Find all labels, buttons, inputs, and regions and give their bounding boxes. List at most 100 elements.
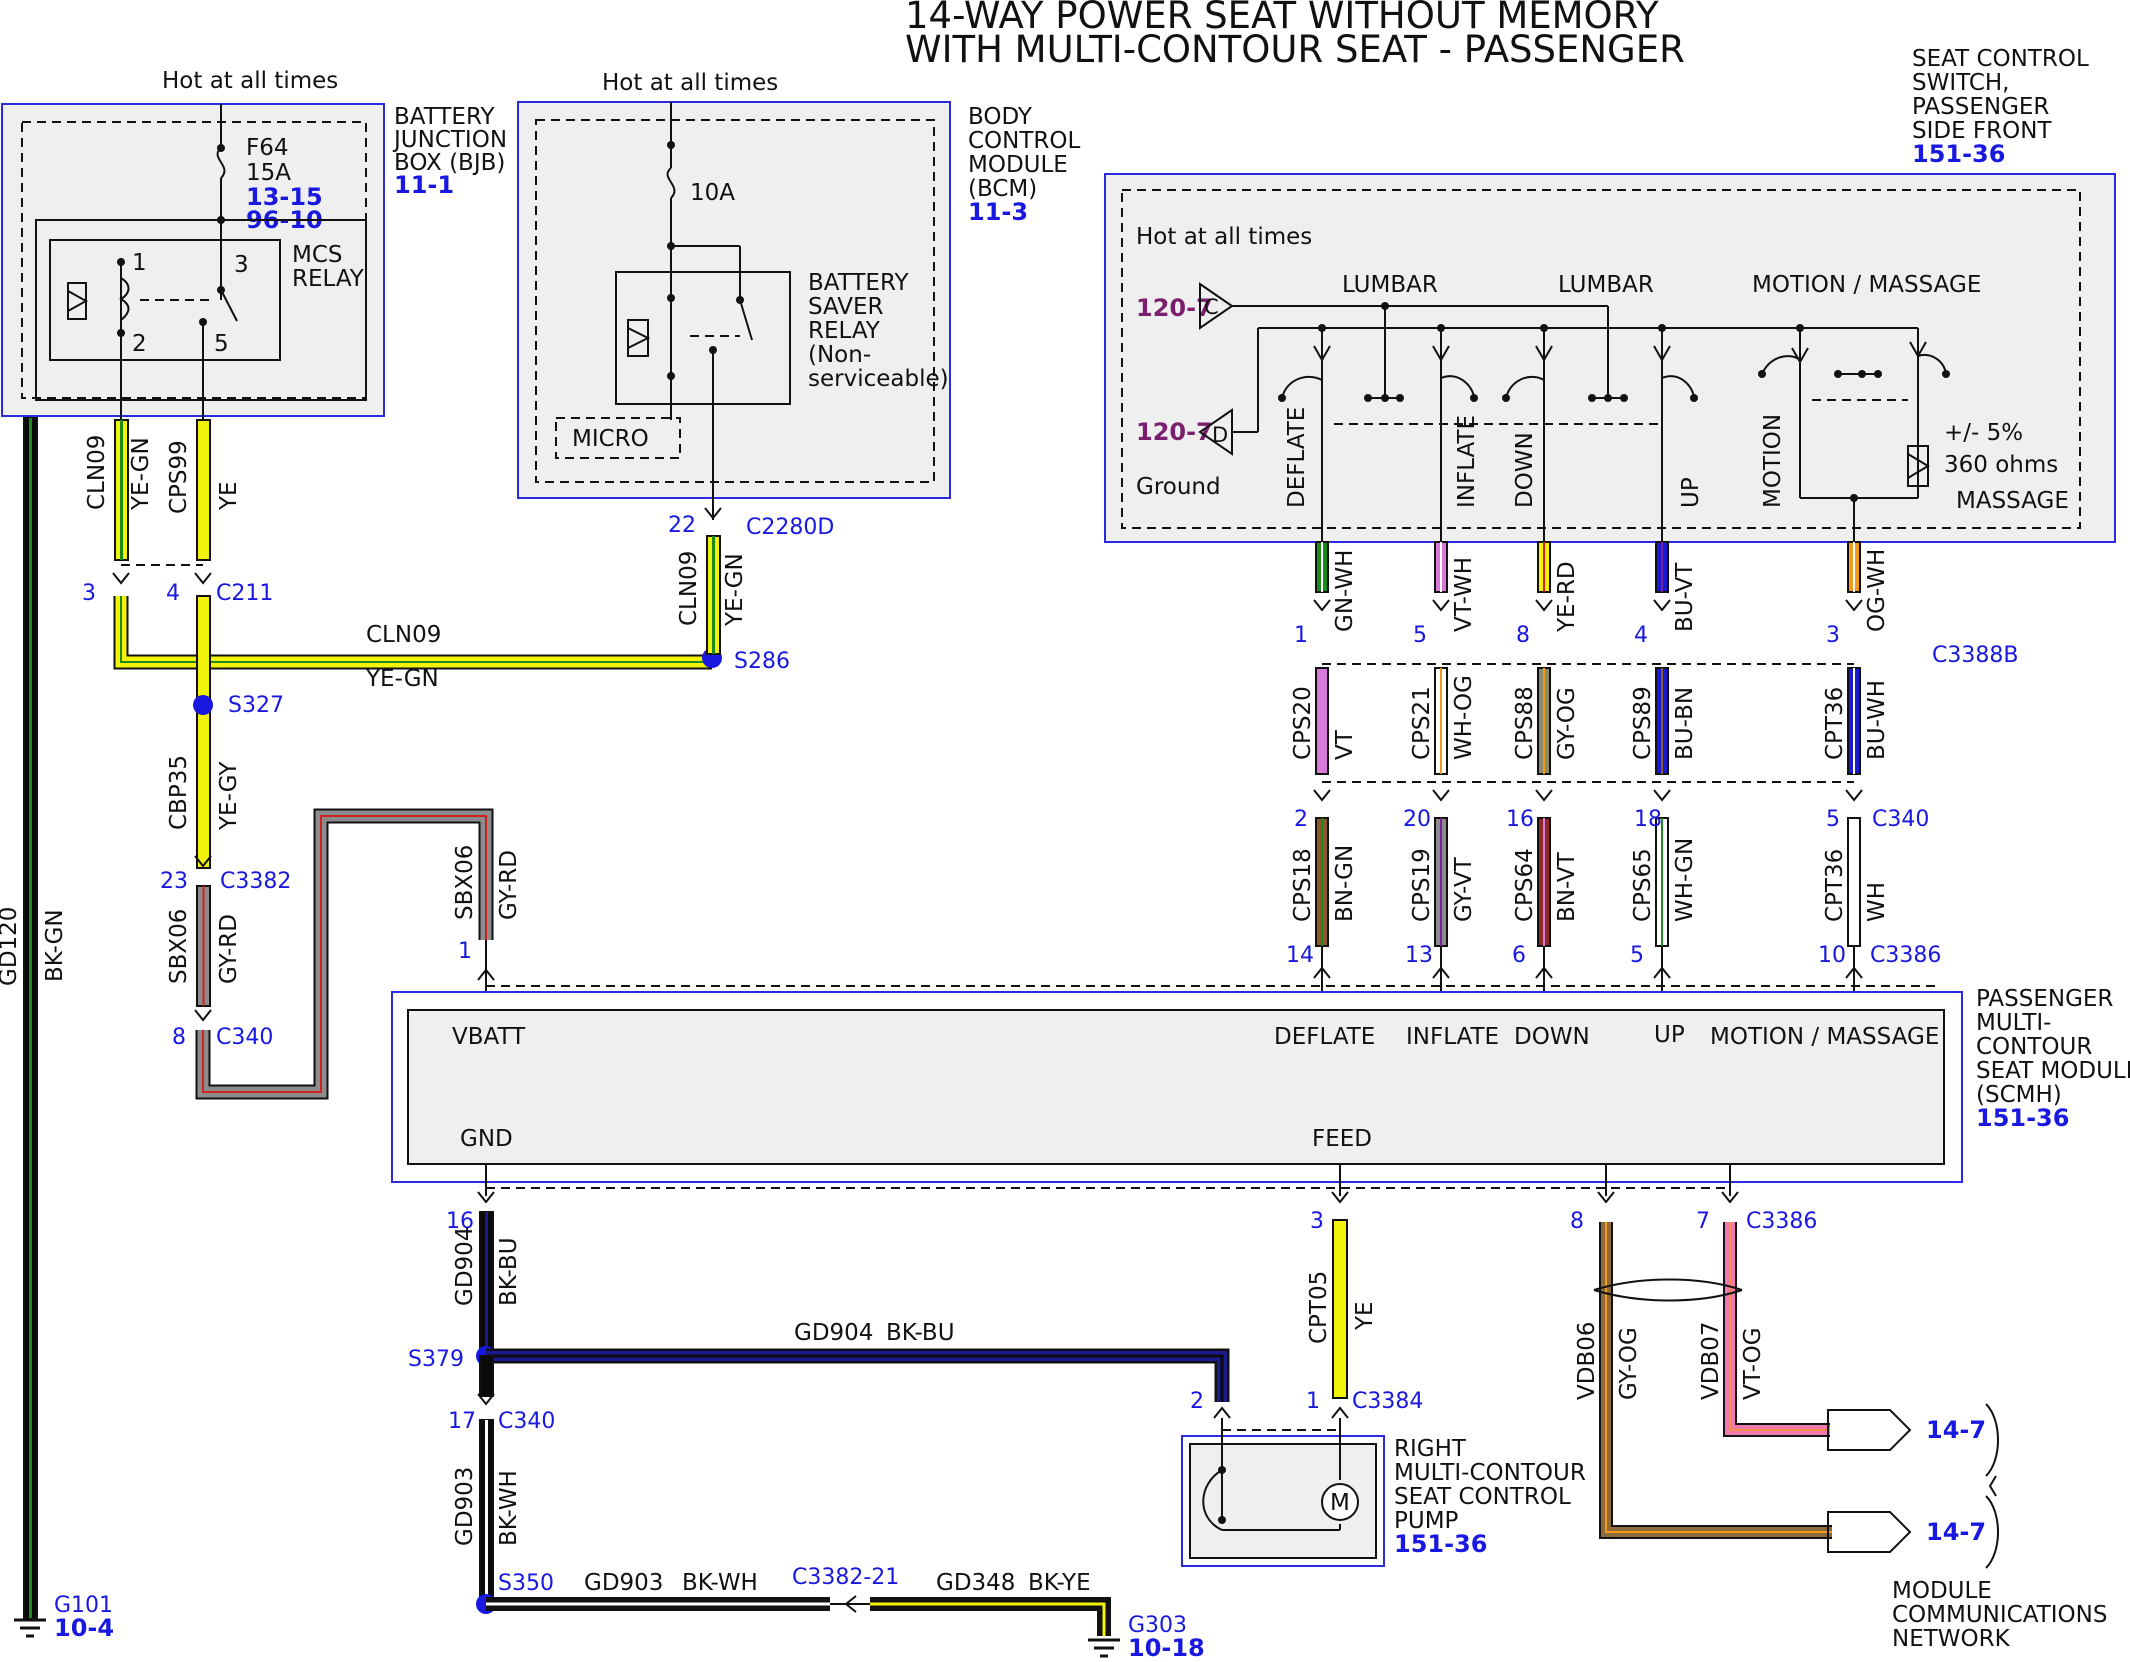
network-ref-a[interactable]: 14-7 bbox=[1926, 1416, 1986, 1444]
c211-pin-3: 3 bbox=[82, 581, 96, 606]
wire-gd903-horiz-label: GD903 bbox=[584, 1570, 663, 1596]
c2280d-pin-22: 22 bbox=[668, 513, 696, 538]
bjb-name-2: JUNCTION bbox=[392, 127, 507, 153]
switch-wire-circuit-bot: CPS65 bbox=[1630, 848, 1656, 922]
splice-s327 bbox=[193, 695, 213, 715]
switch-wire-circuit-bot: CPT36 bbox=[1822, 849, 1848, 922]
scmh-input-deflate: DEFLATE bbox=[1274, 1024, 1375, 1050]
switch-wire-color-top: YE-RD bbox=[1554, 561, 1580, 633]
network-connector-b bbox=[1827, 1511, 1912, 1553]
switch-to-module-wires: C3388B C340 C3386 bbox=[1313, 541, 2018, 1010]
relay-pin-5: 5 bbox=[214, 331, 229, 357]
splice-s286-label: S286 bbox=[734, 649, 790, 674]
switch-wire-pin-bot: 6 bbox=[1512, 943, 1526, 968]
switch-wire-pin-bot: 14 bbox=[1286, 943, 1314, 968]
switch-wire-pin-top: 8 bbox=[1516, 623, 1530, 648]
switch-wire-circuit-bot: CPS18 bbox=[1290, 848, 1316, 922]
bcm-hot-label: Hot at all times bbox=[602, 70, 778, 96]
bsr-name-1: BATTERY bbox=[808, 270, 909, 296]
wire-cpt05-label: CPT05 bbox=[1306, 1271, 1332, 1344]
wire-gd348-label: GD348 bbox=[936, 1570, 1015, 1596]
switch-wire-pin-bot: 10 bbox=[1818, 943, 1846, 968]
relay-pin-3: 3 bbox=[234, 252, 249, 278]
wire-cps99-label: CPS99 bbox=[166, 440, 192, 514]
bjb-name-3: BOX (BJB) bbox=[394, 150, 505, 176]
bjb-fuse-amps: 15A bbox=[246, 160, 291, 186]
battery-saver-relay bbox=[615, 271, 791, 405]
switch-wire-circuit-bot: CPS19 bbox=[1409, 848, 1435, 922]
wire-cln09-horiz-label: CLN09 bbox=[366, 622, 441, 648]
switch-name-1: SEAT CONTROL bbox=[1912, 46, 2089, 72]
scmh-name-5: (SCMH) bbox=[1976, 1082, 2062, 1108]
motor-label: M bbox=[1330, 1490, 1350, 1516]
switch-wire-color-mid: BU-BN bbox=[1672, 687, 1698, 760]
wire-cln09-label: CLN09 bbox=[84, 435, 110, 510]
pump-name-3: SEAT CONTROL bbox=[1394, 1484, 1571, 1510]
network-name-1: MODULE bbox=[1892, 1578, 1992, 1604]
scmh-gnd-pin-16: 16 bbox=[446, 1209, 474, 1234]
scmh-name-1: PASSENGER bbox=[1976, 986, 2113, 1012]
ground-g101-ref: 10-4 bbox=[54, 1614, 114, 1642]
switch-wire-color-mid: VT bbox=[1332, 729, 1358, 760]
network-connector-a bbox=[1827, 1409, 1912, 1451]
bcm-name-4: (BCM) bbox=[968, 176, 1037, 202]
link-120-7-c[interactable]: 120-7 bbox=[1136, 294, 1213, 322]
switch-wire-pin-bot: 13 bbox=[1405, 943, 1433, 968]
switch-name-2: SWITCH, bbox=[1912, 70, 2010, 96]
c3386-connector-a: C3386 bbox=[1870, 943, 1941, 968]
c340-pin-8: 8 bbox=[172, 1025, 186, 1050]
wire-vdb06-label: VDB06 bbox=[1574, 1322, 1600, 1401]
c3384-connector: C3384 bbox=[1352, 1389, 1423, 1414]
scmh-output-gnd: GND bbox=[460, 1126, 513, 1152]
fn-inflate: INFLATE bbox=[1454, 415, 1480, 508]
network-brace-icon bbox=[1985, 1403, 1999, 1569]
c340-connector-c: C340 bbox=[498, 1409, 555, 1434]
wire-gd904-label: GD904 bbox=[452, 1227, 478, 1306]
c3382-21-connector: C3382-21 bbox=[792, 1565, 899, 1590]
pump-pin-2: 2 bbox=[1190, 1389, 1204, 1414]
wire-cln09-horiz-color: YE-GN bbox=[365, 666, 439, 692]
pump-ref: 151-36 bbox=[1394, 1530, 1487, 1558]
c2280d-connector: C2280D bbox=[746, 515, 834, 540]
bjb-hot-label: Hot at all times bbox=[162, 68, 338, 94]
network-ref-b[interactable]: 14-7 bbox=[1926, 1518, 1986, 1546]
scmh-name-4: SEAT MODULE bbox=[1976, 1058, 2130, 1084]
bsr-name-4: (Non- bbox=[808, 342, 871, 368]
c3382-connector: C3382 bbox=[220, 869, 291, 894]
switch-wire-color-top: BU-VT bbox=[1672, 562, 1698, 632]
pump-name-2: MULTI-CONTOUR bbox=[1394, 1460, 1586, 1486]
fn-massage: MASSAGE bbox=[1956, 488, 2069, 514]
wire-sbx06-label: SBX06 bbox=[166, 909, 192, 984]
pump-name-4: PUMP bbox=[1394, 1508, 1459, 1534]
scmh-input-motion-massage: MOTION / MASSAGE bbox=[1710, 1024, 1939, 1050]
passenger-multi-contour-seat-module: PASSENGER MULTI- CONTOUR SEAT MODULE (SC… bbox=[391, 985, 2130, 1204]
c3388b-connector: C3388B bbox=[1932, 643, 2018, 668]
splice-s327-label: S327 bbox=[228, 693, 284, 718]
bjb-name-1: BATTERY bbox=[394, 104, 495, 130]
switch-wire-pin-mid: 20 bbox=[1403, 807, 1431, 832]
wire-cln09-bcm-color: YE-GN bbox=[722, 553, 748, 627]
switch-wire-color-bot: GY-VT bbox=[1451, 856, 1477, 922]
bjb-fuse-name: F64 bbox=[246, 135, 289, 161]
bcm-micro-label: MICRO bbox=[572, 426, 649, 452]
bcm-name-1: BODY bbox=[968, 104, 1033, 130]
bcm-fuse-amps: 10A bbox=[690, 180, 735, 206]
switch-header-lumbar-2: LUMBAR bbox=[1558, 272, 1654, 298]
scmh-input-down: DOWN bbox=[1514, 1024, 1590, 1050]
switch-wire-pin-mid: 5 bbox=[1826, 807, 1840, 832]
switch-wire-pin-top: 3 bbox=[1826, 623, 1840, 648]
wire-vdb07-color: VT-OG bbox=[1740, 1327, 1766, 1400]
wire-gd903-color: BK-WH bbox=[496, 1470, 522, 1546]
bjb-output-wires: CLN09 YE-GN CPS99 YE 3 4 C211 CLN09 YE-G… bbox=[82, 419, 834, 1100]
network-name-3: NETWORK bbox=[1892, 1626, 2011, 1652]
switch-wire-circuit-mid: CPS20 bbox=[1290, 686, 1316, 760]
wire-cpt05-color: YE bbox=[1352, 1301, 1378, 1331]
switch-wire-color-top: GN-WH bbox=[1332, 550, 1358, 632]
switch-wire-circuit-mid: CPT36 bbox=[1822, 687, 1848, 760]
scmh-input-vbatt: VBATT bbox=[452, 1024, 526, 1050]
scmh-vbatt-pin-1: 1 bbox=[458, 939, 472, 964]
wire-gd904-horiz-color: BK-BU bbox=[886, 1320, 955, 1346]
switch-wire-color-mid: WH-OG bbox=[1451, 675, 1477, 760]
scmh-output-feed: FEED bbox=[1312, 1126, 1372, 1152]
